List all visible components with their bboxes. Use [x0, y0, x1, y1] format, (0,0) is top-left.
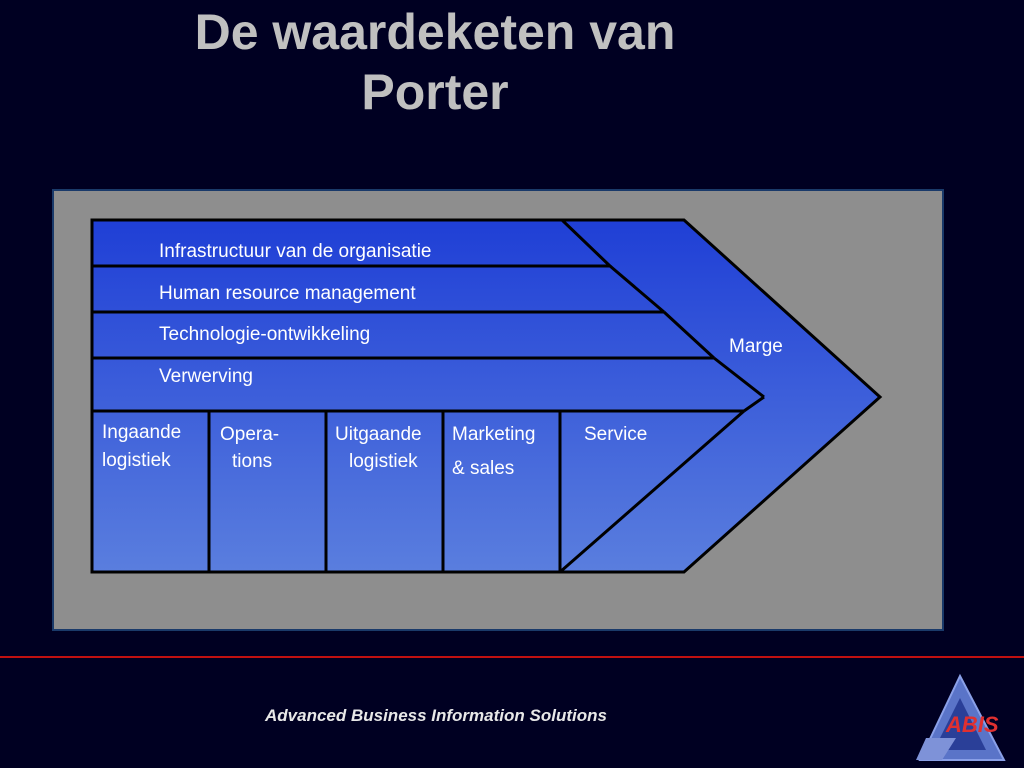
primary-label-marketing-line-2: & sales — [452, 458, 514, 479]
support-divider — [609, 264, 665, 314]
footer-company-name: Advanced Business Information Solutions — [265, 706, 607, 725]
support-divider — [662, 310, 716, 360]
primary-label-marketing: Marketing & sales — [452, 424, 541, 479]
support-label-hrm: Human resource management — [159, 283, 416, 304]
slide-title-line-1: De waardeketen van — [194, 4, 676, 60]
support-divider — [713, 356, 765, 399]
primary-label-outbound-line-2: logistiek — [349, 451, 418, 472]
primary-label-inbound-line-1: Ingaande — [102, 422, 181, 443]
primary-label-inbound: Ingaande logistiek — [102, 422, 187, 471]
support-label-technology: Technologie-ontwikkeling — [159, 324, 370, 345]
abis-logo-text: ABIS — [945, 712, 999, 737]
support-label-infrastructure: Infrastructuur van de organisatie — [159, 241, 432, 262]
support-label-procurement: Verwerving — [159, 366, 253, 387]
abis-logo: ABIS — [912, 668, 1024, 768]
slide-title: De waardeketen van Porter — [100, 2, 770, 122]
primary-label-outbound-line-1: Uitgaande — [335, 424, 422, 445]
primary-label-outbound: Uitgaande logistiek — [335, 424, 427, 472]
primary-label-operations-line-1: Opera- — [220, 424, 279, 445]
margin-label: Marge — [729, 336, 783, 357]
primary-label-service: Service — [584, 424, 647, 445]
primary-service-diagonal — [559, 409, 745, 574]
slide-title-line-2: Porter — [361, 64, 509, 120]
value-chain-diagram: Infrastructuur van de organisatie Human … — [90, 218, 883, 574]
primary-label-operations-line-2: tions — [232, 451, 272, 472]
primary-label-operations: Opera- tions — [220, 424, 284, 472]
support-divider — [743, 395, 765, 413]
footer-divider — [0, 656, 1024, 658]
primary-label-inbound-line-2: logistiek — [102, 450, 171, 471]
value-chain-arrow — [90, 218, 883, 574]
primary-label-marketing-line-1: Marketing — [452, 424, 535, 445]
